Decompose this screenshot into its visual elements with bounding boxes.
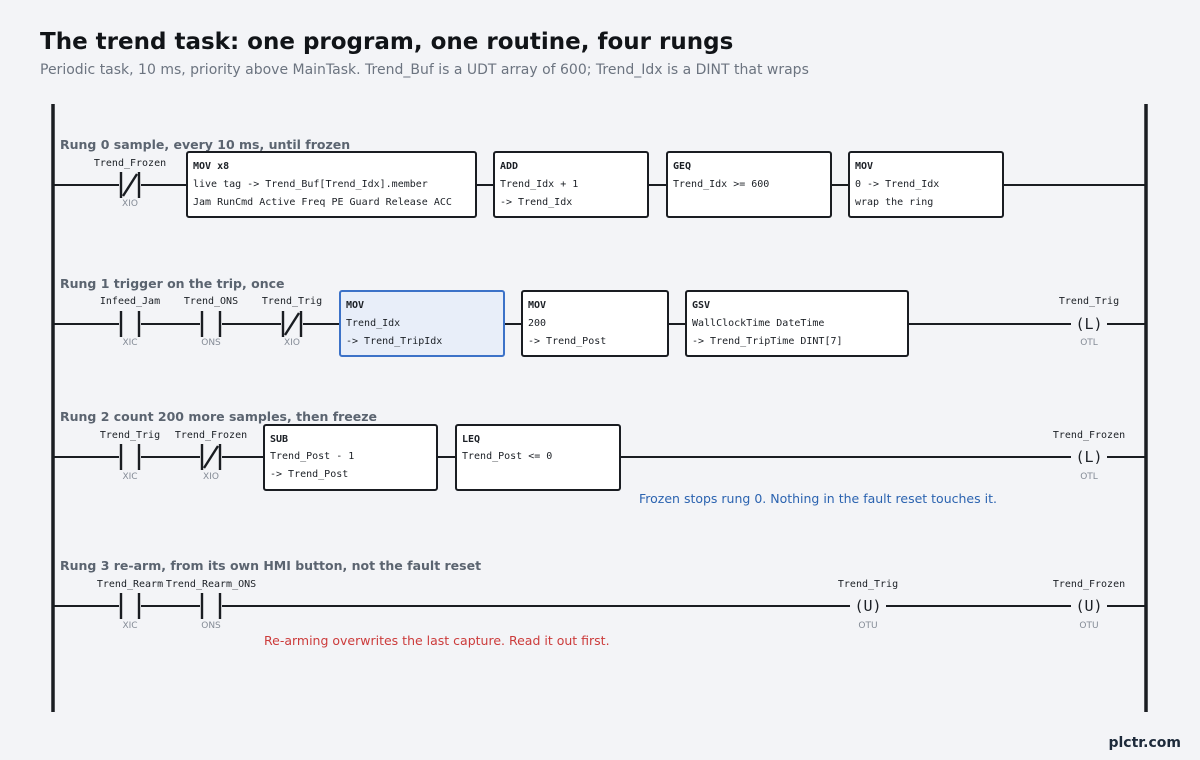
- instruction-name: MOV: [528, 300, 546, 311]
- instruction-line: WallClockTime DateTime: [692, 318, 824, 329]
- contact-tag: Trend_Rearm: [97, 579, 163, 590]
- coil-type: OTL: [1080, 338, 1098, 348]
- rung-note: Frozen stops rung 0. Nothing in the faul…: [639, 491, 997, 506]
- coil-type: OTL: [1080, 472, 1098, 482]
- contact-xic[interactable]: Infeed_Jam XIC: [100, 296, 160, 348]
- contact-type: XIC: [122, 338, 137, 348]
- coil-symbol: (L): [1075, 315, 1102, 333]
- contact-tag: Trend_Trig: [100, 430, 160, 441]
- rung-1: Rung 1 trigger on the trip, once Infeed_…: [53, 276, 1146, 357]
- rung-3: Rung 3 re-arm, from its own HMI button, …: [53, 558, 1146, 648]
- contact-type: ONS: [201, 621, 221, 631]
- instruction-name: MOV x8: [193, 161, 229, 172]
- instruction-name: MOV: [855, 161, 873, 172]
- contact-tag: Trend_Rearm_ONS: [166, 579, 256, 590]
- contact-tag: Infeed_Jam: [100, 296, 160, 307]
- contact-xic[interactable]: Trend_Rearm XIC: [97, 579, 163, 631]
- instruction-box-mov-highlighted[interactable]: MOV Trend_Idx -> Trend_TripIdx: [339, 290, 505, 357]
- coil-otu[interactable]: Trend_Frozen (U) OTU: [1053, 579, 1125, 631]
- instruction-line: Trend_Idx + 1: [500, 179, 578, 190]
- rung-note: Re-arming overwrites the last capture. R…: [264, 633, 610, 648]
- page-title: The trend task: one program, one routine…: [40, 29, 734, 55]
- page-subtitle: Periodic task, 10 ms, priority above Mai…: [40, 62, 809, 78]
- contact-xio[interactable]: Trend_Frozen XIO: [94, 158, 166, 209]
- contact-type: XIC: [122, 621, 137, 631]
- instruction-line: wrap the ring: [855, 197, 933, 208]
- instruction-line: Trend_Post <= 0: [462, 451, 552, 462]
- contact-tag: Trend_Frozen: [175, 430, 247, 441]
- contact-type: ONS: [201, 338, 221, 348]
- rung-2: Rung 2 count 200 more samples, then free…: [53, 409, 1146, 506]
- rung-0: Rung 0 sample, every 10 ms, until frozen…: [53, 137, 1146, 218]
- instruction-box-mov-x8[interactable]: MOV x8 live tag -> Trend_Buf[Trend_Idx].…: [186, 151, 477, 218]
- contact-type: XIO: [203, 472, 219, 482]
- contact-type: XIO: [284, 338, 300, 348]
- coil-tag: Trend_Frozen: [1053, 430, 1125, 441]
- instruction-name: ADD: [500, 161, 518, 172]
- instruction-box-leq[interactable]: LEQ Trend_Post <= 0: [455, 424, 621, 491]
- coil-symbol: (U): [854, 597, 881, 615]
- rung-label: Rung 3 re-arm, from its own HMI button, …: [60, 558, 481, 573]
- instruction-line: Trend_Idx: [346, 318, 400, 329]
- coil-tag: Trend_Frozen: [1053, 579, 1125, 590]
- brand-logo[interactable]: plctr.com: [1108, 735, 1181, 751]
- coil-symbol: (L): [1075, 448, 1102, 466]
- contact-xio[interactable]: Trend_Trig XIO: [262, 296, 322, 348]
- instruction-line: Trend_Idx >= 600: [673, 179, 769, 190]
- contact-type: XIO: [122, 199, 138, 209]
- instruction-line: 200: [528, 318, 546, 329]
- instruction-box-geq[interactable]: GEQ Trend_Idx >= 600: [666, 151, 832, 218]
- coil-otl[interactable]: Trend_Frozen (L) OTL: [1053, 430, 1125, 482]
- coil-type: OTU: [858, 621, 877, 631]
- contact-xic[interactable]: Trend_Trig XIC: [100, 430, 160, 482]
- instruction-line: -> Trend_TripIdx: [346, 336, 442, 347]
- instruction-line: -> Trend_TripTime DINT[7]: [692, 336, 843, 347]
- instruction-name: LEQ: [462, 434, 480, 445]
- contact-tag: Trend_Trig: [262, 296, 322, 307]
- rung-label: Rung 0 sample, every 10 ms, until frozen: [60, 137, 350, 152]
- coil-type: OTU: [1079, 621, 1098, 631]
- coil-otl[interactable]: Trend_Trig (L) OTL: [1059, 296, 1119, 348]
- instruction-line: -> Trend_Idx: [500, 197, 572, 208]
- instruction-name: SUB: [270, 434, 288, 445]
- instruction-box-sub[interactable]: SUB Trend_Post - 1 -> Trend_Post: [263, 424, 438, 491]
- contact-tag: Trend_ONS: [184, 296, 238, 307]
- instruction-line: -> Trend_Post: [528, 336, 606, 347]
- instruction-box-gsv[interactable]: GSV WallClockTime DateTime -> Trend_Trip…: [685, 290, 909, 357]
- instruction-box-add[interactable]: ADD Trend_Idx + 1 -> Trend_Idx: [493, 151, 649, 218]
- contact-ons[interactable]: Trend_ONS ONS: [184, 296, 238, 348]
- rung-label: Rung 1 trigger on the trip, once: [60, 276, 284, 291]
- instruction-line: -> Trend_Post: [270, 469, 348, 480]
- coil-tag: Trend_Trig: [838, 579, 898, 590]
- contact-xio[interactable]: Trend_Frozen XIO: [175, 430, 247, 482]
- rung-label: Rung 2 count 200 more samples, then free…: [60, 409, 377, 424]
- coil-symbol: (U): [1075, 597, 1102, 615]
- instruction-name: GSV: [692, 300, 710, 311]
- contact-ons[interactable]: Trend_Rearm_ONS ONS: [166, 579, 256, 631]
- instruction-name: GEQ: [673, 161, 691, 172]
- instruction-box-mov[interactable]: MOV 200 -> Trend_Post: [521, 290, 669, 357]
- instruction-name: MOV: [346, 300, 364, 311]
- contact-type: XIC: [122, 472, 137, 482]
- instruction-line: 0 -> Trend_Idx: [855, 179, 939, 190]
- contact-tag: Trend_Frozen: [94, 158, 166, 169]
- coil-otu[interactable]: Trend_Trig (U) OTU: [838, 579, 898, 631]
- instruction-line: live tag -> Trend_Buf[Trend_Idx].member: [193, 179, 428, 190]
- instruction-box-mov[interactable]: MOV 0 -> Trend_Idx wrap the ring: [848, 151, 1004, 218]
- instruction-line: Jam RunCmd Active Freq PE Guard Release …: [193, 197, 452, 208]
- instruction-line: Trend_Post - 1: [270, 451, 354, 462]
- coil-tag: Trend_Trig: [1059, 296, 1119, 307]
